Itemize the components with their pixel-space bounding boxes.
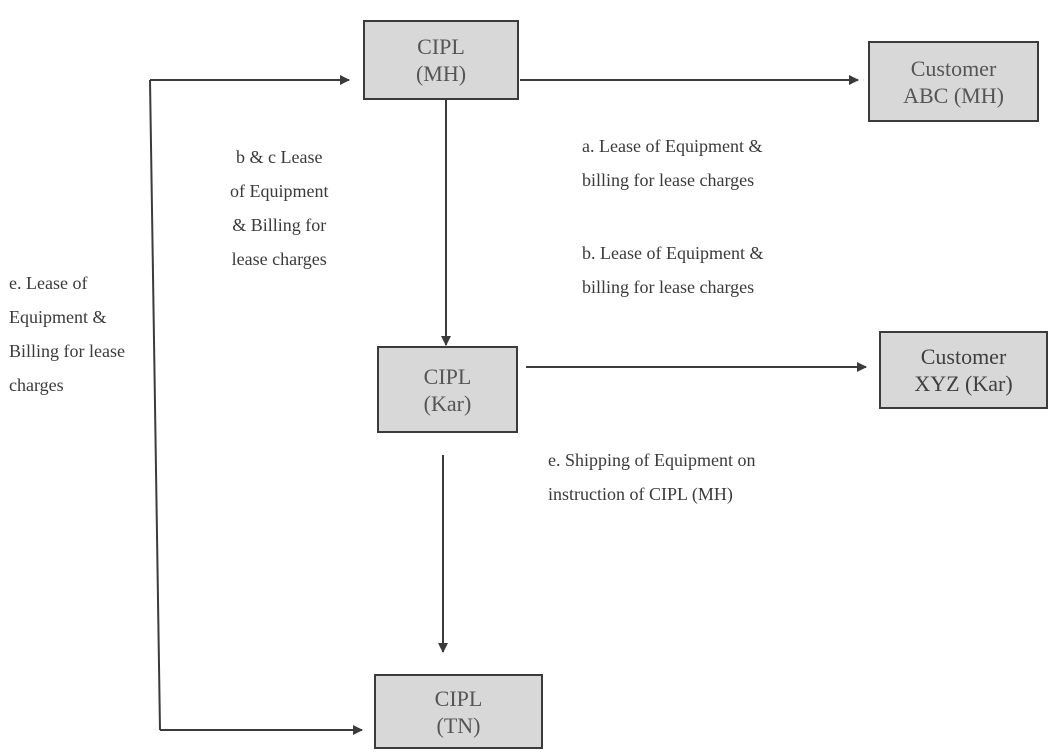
edge-label-b: b. Lease of Equipment & billing for leas… (582, 236, 763, 304)
edge-label-a-line2: billing for lease charges (582, 170, 755, 190)
node-cipl-tn-line1: CIPL (434, 685, 483, 711)
edge-label-bc: b & c Lease of Equipment & Billing for l… (230, 140, 328, 276)
edge-label-bc-line3: & Billing for (232, 215, 327, 235)
edge-label-e-left: e. Lease of Equipment & Billing for leas… (9, 266, 125, 402)
edge-label-e-shipping-line2: instruction of CIPL (MH) (548, 484, 733, 504)
node-cipl-mh-line1: CIPL (417, 34, 465, 59)
edge-label-bc-line2: of Equipment (230, 181, 329, 201)
edge-label-bc-line4: lease charges (231, 249, 327, 269)
edge-label-b-line1: b. Lease of Equipment & (582, 243, 764, 263)
node-customer-xyz-line2: XYZ (Kar) (914, 371, 1013, 396)
edge-label-e-shipping-line1: e. Shipping of Equipment on (548, 450, 756, 470)
edge-label-b-line2: billing for lease charges (582, 277, 755, 297)
node-cipl-tn-line2: (TN) (436, 712, 481, 738)
node-cipl-mh-line2: (MH) (415, 61, 467, 86)
node-customer-xyz: Customer XYZ (Kar) (879, 331, 1048, 409)
edge-label-e-left-line2: Equipment & (9, 307, 107, 327)
edge-label-e-left-line1: e. Lease of (9, 273, 88, 293)
edge-label-e-shipping: e. Shipping of Equipment on instruction … (548, 443, 755, 511)
edge-label-e-left-line3: Billing for lease (9, 341, 125, 361)
node-customer-xyz-line1: Customer (920, 344, 1007, 369)
edge-label-a: a. Lease of Equipment & billing for leas… (582, 129, 762, 197)
loop-vertical-line (149, 79, 161, 731)
node-cipl-mh: CIPL (MH) (363, 20, 519, 100)
node-customer-abc-line2: ABC (MH) (903, 82, 1004, 108)
node-cipl-kar-line1: CIPL (423, 363, 472, 389)
edge-label-e-left-line4: charges (9, 375, 64, 395)
node-customer-abc-line1: Customer (910, 55, 997, 81)
edge-label-bc-line1: b & c Lease (236, 147, 323, 167)
node-cipl-kar: CIPL (Kar) (377, 346, 518, 433)
edge-label-a-line1: a. Lease of Equipment & (582, 136, 763, 156)
node-customer-abc: Customer ABC (MH) (868, 41, 1039, 122)
node-cipl-kar-line2: (Kar) (423, 390, 472, 416)
node-cipl-tn: CIPL (TN) (374, 674, 543, 749)
